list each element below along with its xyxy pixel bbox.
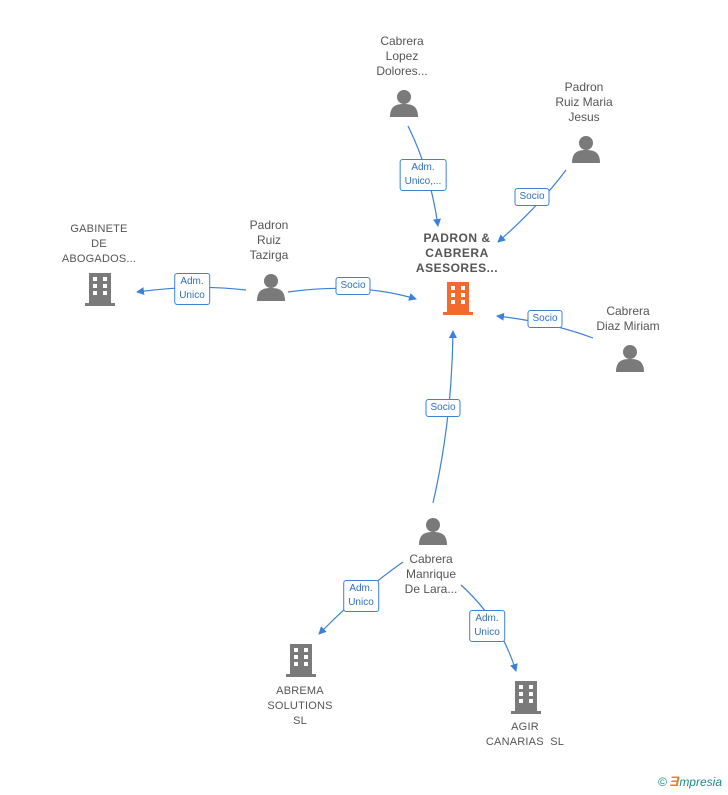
node-label-cabrera-manrique[interactable]: Cabrera Manrique De Lara... bbox=[404, 552, 458, 596]
person-icon[interactable] bbox=[572, 136, 600, 163]
person-icon[interactable] bbox=[616, 345, 644, 372]
person-icon[interactable] bbox=[390, 90, 418, 117]
brand-e-mark: Ǝ bbox=[669, 773, 680, 789]
person-icon[interactable] bbox=[419, 518, 447, 545]
edge-label-socio[interactable]: Socio bbox=[527, 310, 563, 328]
edge-label-socio[interactable]: Socio bbox=[335, 277, 371, 295]
node-label-padron-ruiz-maria[interactable]: Padron Ruiz Maria Jesus bbox=[555, 80, 613, 124]
building-icon[interactable] bbox=[286, 644, 316, 677]
edge-padron-maria-to-main bbox=[497, 169, 567, 243]
building-icon[interactable] bbox=[511, 681, 541, 714]
node-label-abrema[interactable]: ABREMA SOLUTIONS SL bbox=[267, 685, 333, 727]
edge-label-socio[interactable]: Socio bbox=[425, 399, 461, 417]
edge-label-adm-unico[interactable]: Adm. Unico bbox=[343, 580, 379, 612]
building-icon[interactable] bbox=[85, 273, 115, 306]
edge-label-adm-unico[interactable]: Adm. Unico bbox=[174, 273, 210, 305]
node-label-main-company[interactable]: PADRON & CABRERA ASESORES... bbox=[415, 231, 499, 275]
main-company-building-icon[interactable] bbox=[443, 282, 473, 315]
brand-logo: ©Ǝmpresia bbox=[658, 773, 722, 789]
edge-manrique-to-main bbox=[432, 330, 457, 504]
brand-name: mpresia bbox=[679, 775, 722, 789]
edge-label-socio[interactable]: Socio bbox=[514, 188, 550, 206]
copyright-symbol: © bbox=[658, 775, 667, 789]
person-icon[interactable] bbox=[257, 274, 285, 301]
node-label-cabrera-diaz[interactable]: Cabrera Diaz Miriam bbox=[596, 304, 660, 333]
node-label-padron-ruiz-tazirga[interactable]: Padron Ruiz Tazirga bbox=[249, 218, 289, 262]
node-label-agir[interactable]: AGIR CANARIAS SL bbox=[485, 721, 565, 748]
edge-label-adm-unico[interactable]: Adm. Unico bbox=[469, 610, 505, 642]
node-label-cabrera-lopez[interactable]: Cabrera Lopez Dolores... bbox=[376, 34, 428, 78]
edge-label-adm-unico[interactable]: Adm. Unico,... bbox=[399, 159, 447, 191]
node-label-gabinete[interactable]: GABINETE DE ABOGADOS... bbox=[61, 223, 137, 265]
